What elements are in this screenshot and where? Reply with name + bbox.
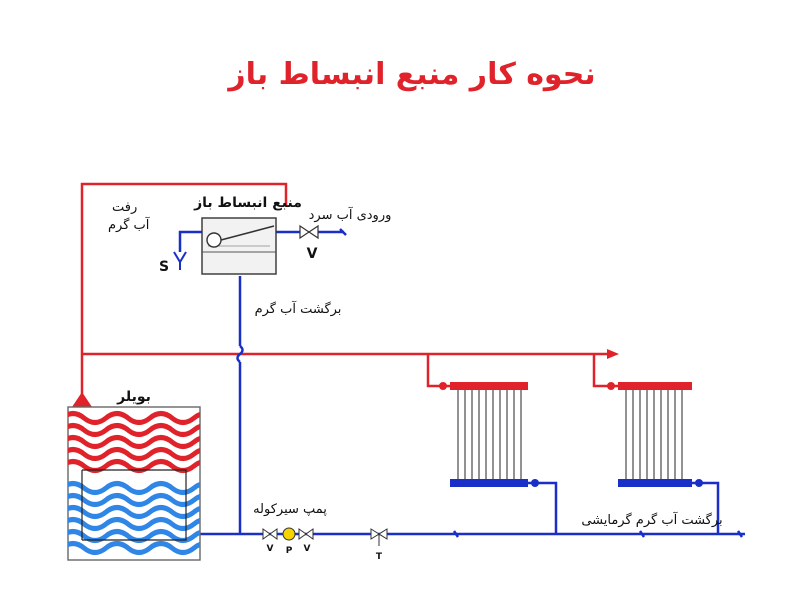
boiler-outlet-arrow-icon xyxy=(72,392,92,407)
pump-right-valve-icon xyxy=(298,528,314,540)
cold-inlet-valve-icon xyxy=(299,224,319,240)
boiler xyxy=(67,406,201,561)
pump-left-valve-icon xyxy=(262,528,278,540)
valve-label-v-tank: V xyxy=(307,246,318,262)
valve-label-v-right: V xyxy=(304,544,311,554)
return-tank-label: برگشت آب گرم xyxy=(255,300,342,317)
pump-label: پمپ سیرکوله xyxy=(253,502,327,517)
thermostat-valve-icon xyxy=(370,528,388,546)
radiator-2 xyxy=(607,382,703,487)
hot-supply-pipe xyxy=(80,182,618,398)
cold-inlet-label: ورودی آب سرد xyxy=(309,206,392,223)
overflow-valve-icon xyxy=(173,251,187,270)
pipe-break-marks xyxy=(339,228,744,538)
circulation-pump-icon xyxy=(282,527,296,541)
radiator-return-label: برگشت آب گرم گرمایشی xyxy=(581,511,722,528)
flow-arrow-icon xyxy=(607,349,619,359)
radiator-1 xyxy=(439,382,539,487)
expansion-tank xyxy=(201,217,277,275)
diagram-title: نحوه کار منبع انبساط باز xyxy=(226,57,595,92)
tank-label: منبع انبساط باز xyxy=(193,195,302,211)
valve-label-s: S xyxy=(159,259,169,275)
return-pipe xyxy=(178,230,745,536)
supply-label-2: آب گرم xyxy=(108,216,151,233)
float-ball-icon xyxy=(206,232,222,248)
valve-label-t: T xyxy=(376,552,383,562)
valve-label-v-left: V xyxy=(267,544,274,554)
supply-label-1: رفت xyxy=(112,200,137,215)
pump-label-p: P xyxy=(286,546,293,556)
boiler-label: بویلر xyxy=(116,389,151,405)
